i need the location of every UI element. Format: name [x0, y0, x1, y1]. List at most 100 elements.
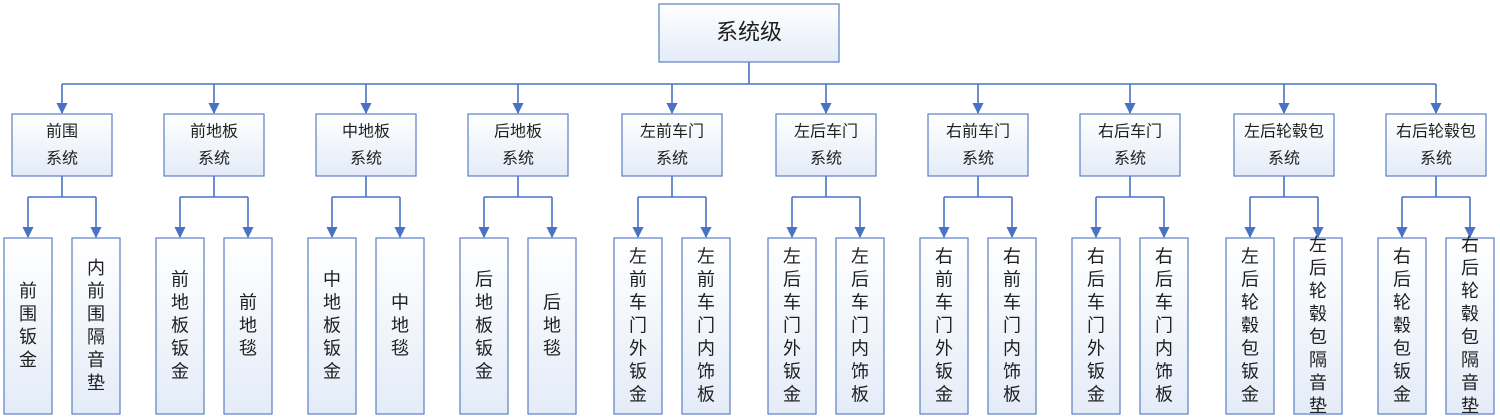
- part-label-5-1-char-4: 内: [851, 339, 869, 360]
- part-label-7-0-char-4: 外: [1087, 339, 1105, 360]
- part-label-0-0-char-3: 金: [19, 350, 37, 371]
- part-box-9-0: [1377, 237, 1427, 415]
- part-label-8-1-char-6: 音: [1309, 373, 1327, 394]
- part-label-8-0-char-2: 轮: [1241, 293, 1259, 314]
- part-label-0-1-char-4: 音: [87, 350, 105, 371]
- system-box-1: [163, 113, 265, 177]
- part-label-5-1-char-2: 车: [851, 293, 869, 314]
- part-label-7-1-char-4: 内: [1155, 339, 1173, 360]
- system-box-8: [1233, 113, 1335, 177]
- part-box-5-0: [767, 237, 817, 415]
- part-label-6-1-char-5: 饰: [1003, 362, 1021, 383]
- system-label-9-line1: 右后轮毂包: [1396, 122, 1476, 141]
- system-label-7-line1: 右后车门: [1098, 122, 1162, 141]
- part-label-6-0-char-1: 前: [935, 270, 953, 291]
- system-label-0-line1: 前围: [46, 122, 78, 141]
- part-label-6-1-char-4: 内: [1003, 339, 1021, 360]
- part-label-3-0-char-3: 钣: [475, 339, 493, 360]
- part-label-1-0-char-2: 板: [171, 316, 189, 337]
- part-label-3-0-char-2: 板: [475, 316, 493, 337]
- part-label-7-0-char-5: 钣: [1087, 362, 1105, 383]
- system-label-1-line1: 前地板: [190, 122, 238, 141]
- part-label-7-0-char-6: 金: [1087, 385, 1105, 406]
- part-label-1-0-char-0: 前: [171, 270, 189, 291]
- part-label-1-1-char-1: 地: [239, 316, 257, 337]
- system-label-3-line1: 后地板: [494, 122, 542, 141]
- part-label-5-0-char-5: 钣: [783, 362, 801, 383]
- part-label-3-1-char-0: 后: [543, 293, 561, 314]
- system-label-5-line1: 左后车门: [794, 122, 858, 141]
- part-box-6-0: [919, 237, 969, 415]
- part-label-4-1-char-0: 左: [697, 247, 715, 268]
- part-label-9-1-char-5: 隔: [1461, 350, 1479, 371]
- part-label-6-1-char-0: 右: [1003, 247, 1021, 268]
- part-label-9-0-char-3: 毂: [1393, 316, 1411, 337]
- part-label-2-1-char-2: 毯: [391, 339, 409, 360]
- nodes: 系统级前围系统前围钣金内前围隔音垫前地板系统前地板钣金前地毯中地板系统中地板钣金…: [3, 3, 1495, 417]
- part-label-9-1-char-3: 毂: [1461, 304, 1479, 325]
- part-label-4-0-char-1: 前: [629, 270, 647, 291]
- part-label-9-0-char-6: 金: [1393, 385, 1411, 406]
- system-box-4: [621, 113, 723, 177]
- part-label-6-0-char-5: 钣: [935, 362, 953, 383]
- part-label-0-1-char-3: 隔: [87, 327, 105, 348]
- part-label-2-0-char-2: 板: [323, 316, 341, 337]
- part-label-0-0-char-0: 前: [19, 281, 37, 302]
- part-label-3-0-char-0: 后: [475, 270, 493, 291]
- part-label-1-1-char-2: 毯: [239, 339, 257, 360]
- part-box-7-1: [1139, 237, 1189, 415]
- part-label-6-1-char-1: 前: [1003, 270, 1021, 291]
- part-label-5-0-char-4: 外: [783, 339, 801, 360]
- part-label-6-0-char-0: 右: [935, 247, 953, 268]
- part-box-0-1: [71, 237, 121, 415]
- system-box-0: [11, 113, 113, 177]
- part-label-9-0-char-5: 钣: [1393, 362, 1411, 383]
- part-label-5-0-char-2: 车: [783, 293, 801, 314]
- part-label-2-1-char-1: 地: [391, 316, 409, 337]
- part-box-0-0: [3, 237, 53, 415]
- part-label-6-0-char-2: 车: [935, 293, 953, 314]
- part-label-9-0-char-0: 右: [1393, 247, 1411, 268]
- part-label-4-1-char-6: 板: [697, 385, 715, 406]
- part-label-1-1-char-0: 前: [239, 293, 257, 314]
- part-box-6-1: [987, 237, 1037, 415]
- part-label-5-1-char-5: 饰: [851, 362, 869, 383]
- part-label-7-0-char-0: 右: [1087, 247, 1105, 268]
- part-label-7-1-char-2: 车: [1155, 293, 1173, 314]
- part-label-5-0-char-1: 后: [783, 270, 801, 291]
- part-label-9-1-char-4: 包: [1461, 327, 1479, 348]
- part-label-4-1-char-5: 饰: [697, 362, 715, 383]
- part-label-9-1-char-6: 音: [1461, 373, 1479, 394]
- part-label-6-1-char-6: 板: [1003, 385, 1021, 406]
- part-box-2-0: [307, 237, 357, 415]
- part-label-8-1-char-1: 后: [1309, 258, 1327, 279]
- part-label-9-1-char-7: 垫: [1461, 396, 1479, 417]
- part-box-3-1: [527, 237, 577, 415]
- part-label-7-0-char-3: 门: [1087, 316, 1105, 337]
- system-box-9: [1385, 113, 1487, 177]
- part-box-1-1: [223, 237, 273, 415]
- part-label-7-0-char-2: 车: [1087, 293, 1105, 314]
- system-label-6-line1: 右前车门: [946, 122, 1010, 141]
- part-box-4-1: [681, 237, 731, 415]
- part-label-2-0-char-4: 金: [323, 362, 341, 383]
- part-label-0-1-char-5: 垫: [87, 373, 105, 394]
- system-box-2: [315, 113, 417, 177]
- system-label-4-line2: 系统: [656, 149, 688, 168]
- part-label-5-0-char-3: 门: [783, 316, 801, 337]
- part-box-3-0: [459, 237, 509, 415]
- part-label-8-0-char-3: 毂: [1241, 316, 1259, 337]
- part-label-7-0-char-1: 后: [1087, 270, 1105, 291]
- part-label-8-0-char-0: 左: [1241, 247, 1259, 268]
- system-label-4-line1: 左前车门: [640, 122, 704, 141]
- system-label-0-line2: 系统: [46, 149, 78, 168]
- part-label-4-1-char-4: 内: [697, 339, 715, 360]
- part-label-7-1-char-5: 饰: [1155, 362, 1173, 383]
- part-label-8-1-char-5: 隔: [1309, 350, 1327, 371]
- system-label-5-line2: 系统: [810, 149, 842, 168]
- part-label-3-1-char-1: 地: [543, 316, 561, 337]
- part-label-7-1-char-0: 右: [1155, 247, 1173, 268]
- part-label-4-1-char-2: 车: [697, 293, 715, 314]
- part-label-2-0-char-1: 地: [323, 293, 341, 314]
